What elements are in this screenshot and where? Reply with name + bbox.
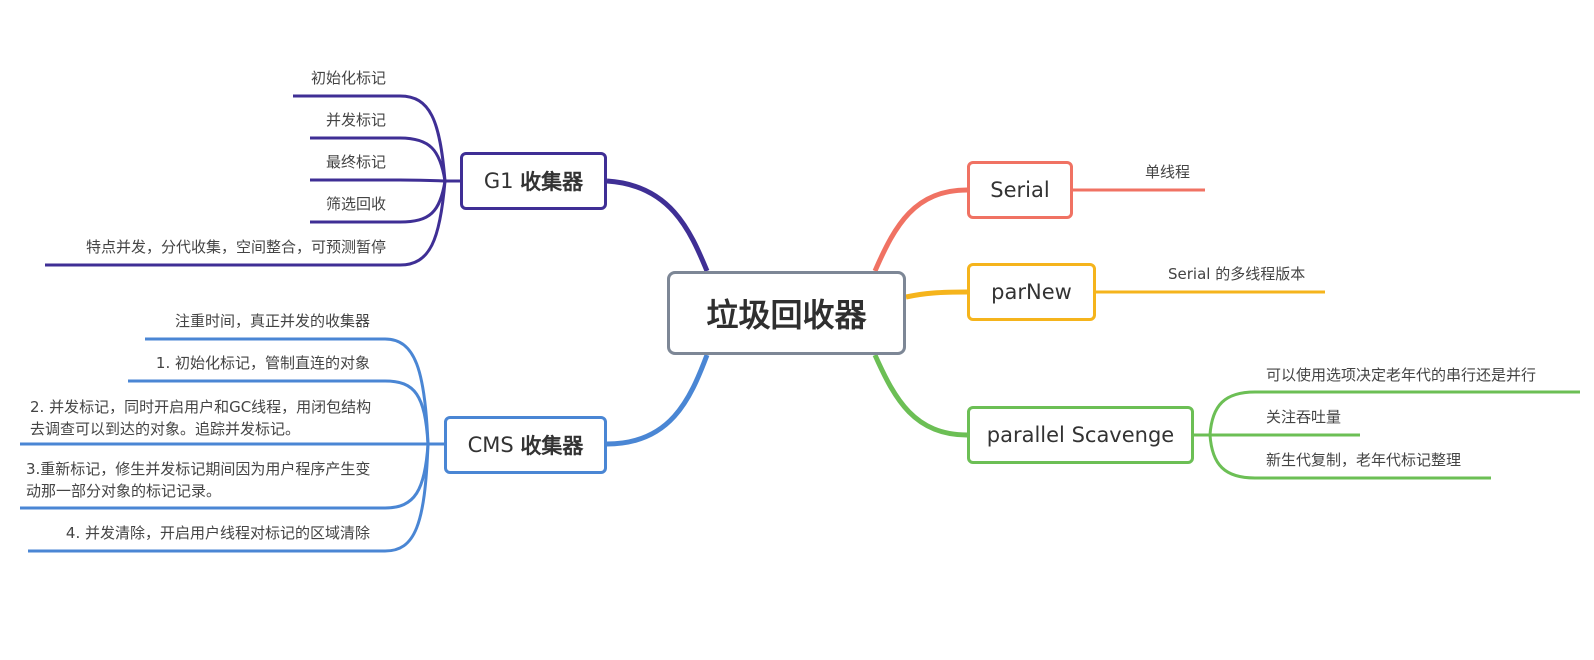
cms-leaf-5[interactable]: 4. 并发清除，开启用户线程对标记的区域清除 bbox=[65, 524, 370, 542]
g1-label-bold: 收集器 bbox=[520, 170, 584, 194]
g1-collector-node[interactable]: G1 收集器 bbox=[460, 152, 607, 210]
parallel-leaf-2[interactable]: 关注吞吐量 bbox=[1266, 408, 1342, 426]
g1-leaf-2[interactable]: 并发标记 bbox=[325, 111, 386, 129]
parallel-label: parallel Scavenge bbox=[986, 423, 1175, 447]
g1-leaf-5[interactable]: 特点并发，分代收集，空间整合，可预测暂停 bbox=[85, 238, 386, 256]
cms-label-bold: 收集器 bbox=[520, 434, 584, 458]
parallel-connector bbox=[872, 353, 968, 438]
serial-leaf-1[interactable]: 单线程 bbox=[1145, 163, 1191, 181]
root-label: 垃圾回收器 bbox=[706, 296, 867, 334]
parallel-leaf-1[interactable]: 可以使用选项决定老年代的串行还是并行 bbox=[1266, 366, 1537, 384]
g1-leaf-1[interactable]: 初始化标记 bbox=[310, 69, 386, 87]
parnew-leaf-1[interactable]: Serial 的多线程版本 bbox=[1168, 265, 1306, 283]
cms-connector bbox=[606, 354, 710, 447]
g1-connector bbox=[606, 178, 710, 272]
serial-label: Serial bbox=[990, 178, 1050, 202]
cms-leaf-4[interactable]: 3.重新标记，修生并发标记期间因为用户程序产生变动那一部分对象的标记记录。 bbox=[26, 460, 371, 500]
cms-leaf-2[interactable]: 1. 初始化标记，管制直连的对象 bbox=[155, 354, 370, 372]
parallel-scavenge-node[interactable]: parallel Scavenge bbox=[967, 406, 1194, 464]
cms-leaf-1[interactable]: 注重时间，真正并发的收集器 bbox=[174, 312, 370, 330]
cms-leaf-lines bbox=[20, 337, 444, 553]
cms-leaf-3[interactable]: 2. 并发标记，同时开启用户和GC线程，用闭包结构去调查可以到达的对象。追踪并发… bbox=[30, 398, 372, 438]
parnew-connector bbox=[905, 289, 968, 300]
serial-connector bbox=[872, 187, 968, 272]
cms-label-prefix: CMS bbox=[467, 433, 521, 457]
g1-leaf-3[interactable]: 最终标记 bbox=[325, 153, 386, 171]
g1-leaf-lines bbox=[45, 94, 460, 267]
root-node[interactable]: 垃圾回收器 bbox=[667, 271, 906, 355]
parnew-node[interactable]: parNew bbox=[967, 263, 1096, 321]
serial-node[interactable]: Serial bbox=[967, 161, 1073, 219]
parnew-label: parNew bbox=[991, 280, 1072, 304]
parallel-leaf-lines bbox=[1193, 390, 1580, 480]
parallel-leaf-3[interactable]: 新生代复制，老年代标记整理 bbox=[1266, 451, 1462, 469]
cms-collector-node[interactable]: CMS 收集器 bbox=[444, 416, 607, 474]
g1-leaf-4[interactable]: 筛选回收 bbox=[325, 195, 386, 213]
g1-label-prefix: G1 bbox=[483, 169, 521, 193]
